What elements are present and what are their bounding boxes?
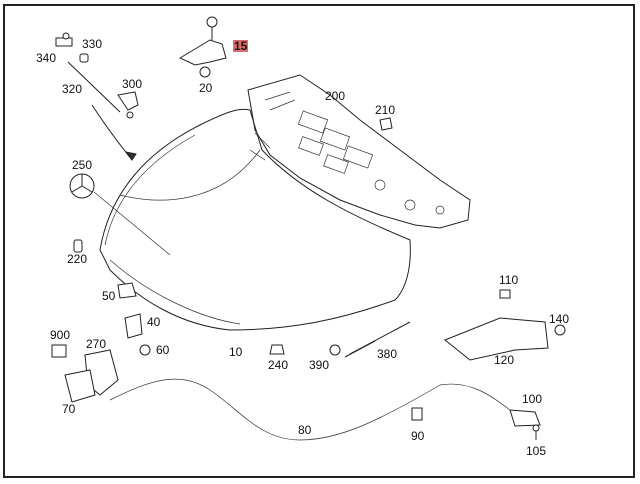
part-210-clip — [379, 117, 393, 131]
label-300: 300 — [122, 77, 143, 91]
part-40-holder — [124, 313, 143, 339]
label-120: 120 — [494, 353, 515, 367]
label-380: 380 — [377, 347, 398, 361]
part-80-release-cable — [109, 378, 511, 441]
label-90: 90 — [411, 429, 425, 443]
label-140: 140 — [549, 312, 570, 326]
label-105: 105 — [526, 444, 547, 458]
label-70: 70 — [62, 402, 76, 416]
part-900-lock-kit — [51, 344, 67, 358]
part-60-nut — [139, 344, 151, 356]
label-390: 390 — [309, 358, 330, 372]
part-105-bolt — [532, 424, 540, 440]
label-15: 15 — [233, 39, 249, 53]
label-110: 110 — [499, 273, 519, 287]
diagram-frame — [3, 4, 635, 478]
hood-prop-rod — [67, 61, 137, 161]
part-300-bracket — [117, 91, 139, 119]
label-60: 60 — [156, 343, 170, 357]
label-220: 220 — [67, 252, 88, 266]
label-80: 80 — [298, 423, 312, 437]
part-390-bolt — [329, 344, 341, 356]
part-20-bolt — [199, 66, 211, 78]
part-100-handle — [509, 409, 541, 427]
label-200: 200 — [325, 89, 346, 103]
label-330: 330 — [82, 37, 103, 51]
part-110-clip — [499, 289, 511, 299]
hood-panel — [99, 108, 411, 331]
part-140-nut — [554, 324, 566, 336]
star-emblem — [69, 173, 171, 256]
part-240-buffer — [269, 344, 285, 355]
part-90-clip — [411, 407, 423, 421]
label-50: 50 — [102, 289, 116, 303]
label-250: 250 — [72, 158, 93, 172]
label-100: 100 — [522, 392, 543, 406]
part-330-grommet — [79, 53, 89, 63]
label-210: 210 — [375, 103, 396, 117]
part-50-buffer — [117, 282, 137, 299]
hood-insulation-mat — [247, 74, 471, 229]
part-340-clip — [55, 32, 73, 47]
label-20: 20 — [199, 81, 213, 95]
part-380-gas-strut — [344, 321, 411, 358]
part-15-hinge — [178, 16, 227, 66]
part-70-latch — [64, 369, 96, 403]
label-270: 270 — [86, 337, 107, 351]
label-320: 320 — [62, 82, 83, 96]
label-240: 240 — [268, 358, 289, 372]
label-900: 900 — [50, 328, 71, 342]
label-340: 340 — [36, 51, 57, 65]
label-10: 10 — [229, 345, 243, 359]
part-120-latch-bracket — [444, 317, 549, 361]
label-40: 40 — [147, 315, 161, 329]
part-220-plug — [73, 239, 83, 253]
